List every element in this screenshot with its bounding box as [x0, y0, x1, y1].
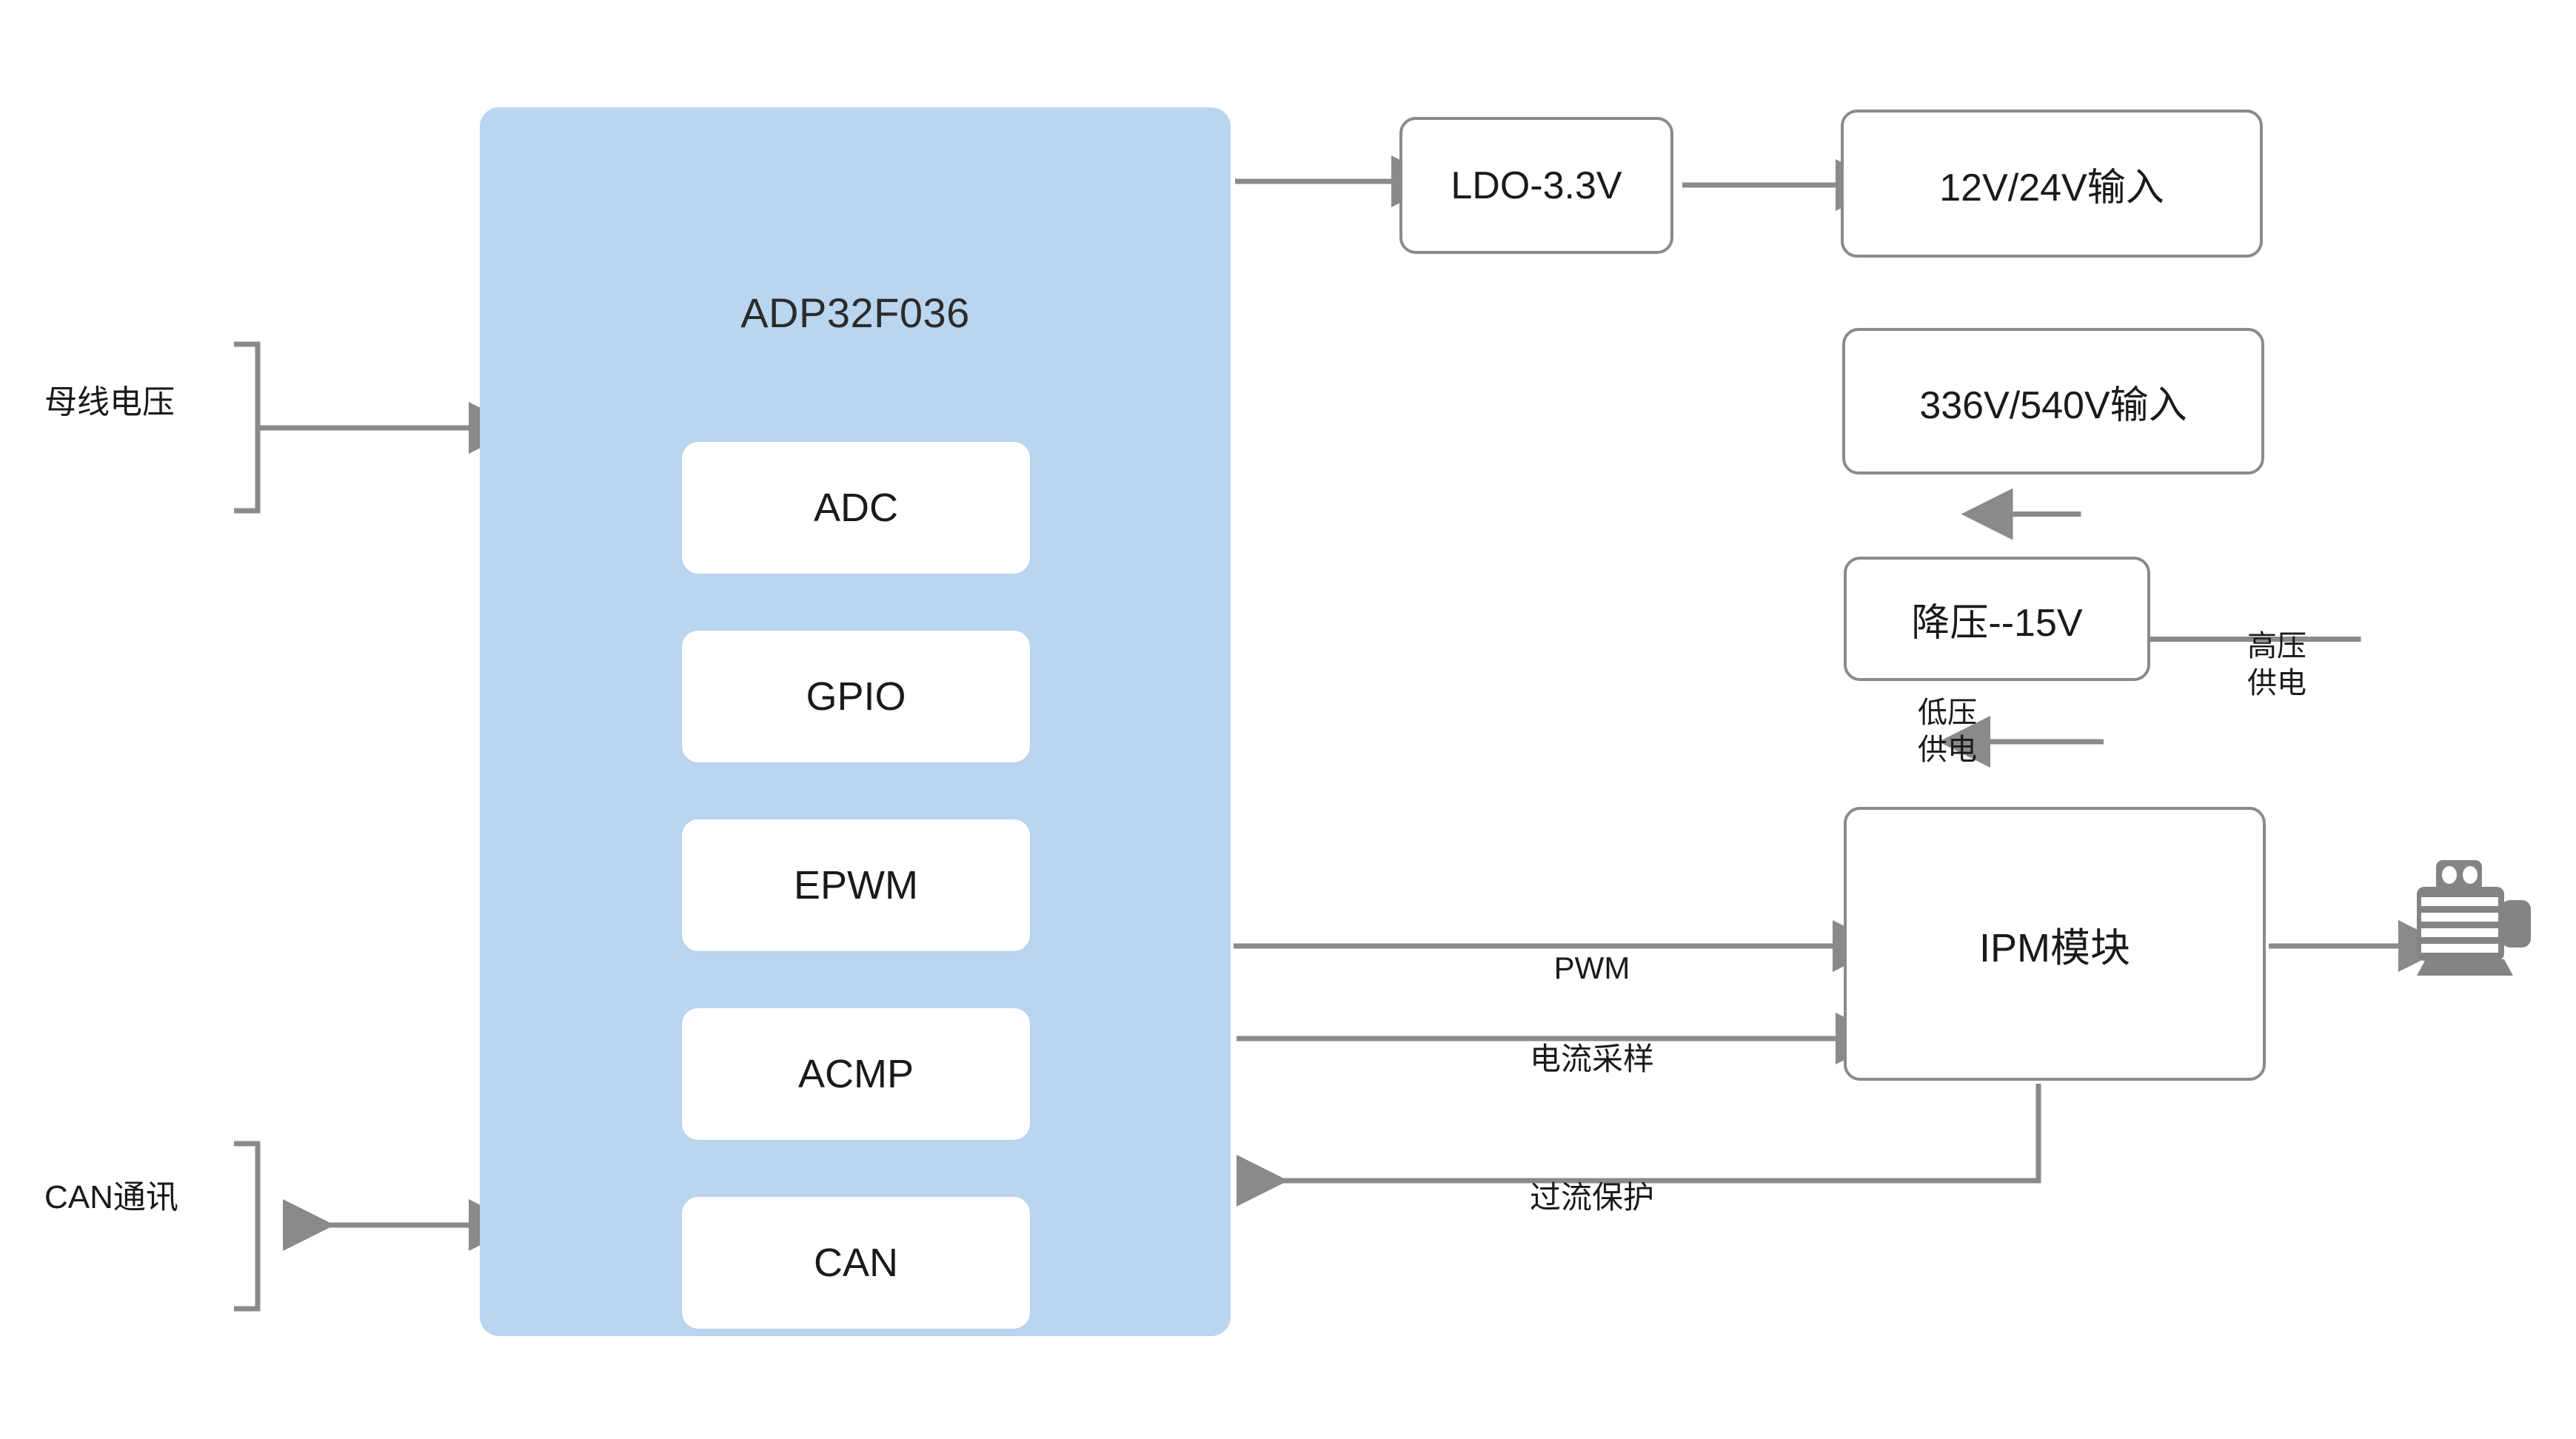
mcu-block-acmp[interactable]: ACMP	[682, 1008, 1030, 1140]
bracket-can	[234, 1141, 261, 1312]
mcu-block-gpio[interactable]: GPIO	[682, 631, 1030, 762]
bracket-bus-voltage	[234, 341, 261, 514]
label-high-voltage-supply: 高压 供电	[2247, 630, 2306, 700]
box-ldo-3v3[interactable]: LDO-3.3V	[1399, 117, 1673, 254]
label-can-communication: CAN通讯	[44, 1179, 178, 1215]
mcu-peripheral-list: ADC GPIO EPWM ACMP CAN	[682, 442, 1030, 1329]
label-low-voltage-supply: 低压 供电	[1918, 697, 1977, 767]
mcu-panel: ADP32F036 ADC GPIO EPWM ACMP CAN	[480, 107, 1231, 1336]
motor-icon	[2417, 860, 2531, 976]
box-ipm-module[interactable]: IPM模块	[1844, 807, 2266, 1081]
mcu-block-adc[interactable]: ADC	[682, 442, 1030, 574]
label-bus-voltage: 母线电压	[44, 384, 175, 420]
label-pwm: PWM	[1553, 950, 1630, 985]
mcu-title: ADP32F036	[740, 289, 970, 336]
box-high-voltage-input[interactable]: 336V/540V输入	[1842, 328, 2264, 474]
box-buck-converter[interactable]: 降压--15V	[1844, 557, 2150, 681]
label-current-sense: 电流采样	[1529, 1041, 1654, 1076]
wire-ocp	[1237, 1084, 2041, 1207]
box-low-voltage-input[interactable]: 12V/24V输入	[1841, 110, 2263, 258]
mcu-block-epwm[interactable]: EPWM	[682, 819, 1030, 951]
mcu-block-can[interactable]: CAN	[682, 1197, 1030, 1329]
label-overcurrent-protection: 过流保护	[1529, 1180, 1654, 1215]
